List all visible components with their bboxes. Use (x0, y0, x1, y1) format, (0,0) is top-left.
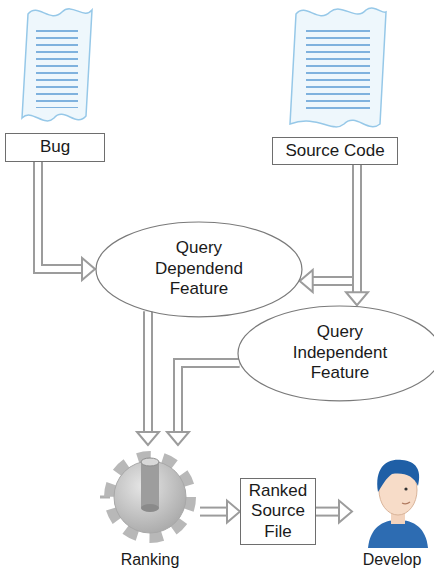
arrow-shaft-outline (143, 311, 153, 432)
gear-shaft-top (141, 458, 159, 466)
arrow-head (227, 501, 240, 523)
ellipse-shape (96, 222, 302, 317)
gear-teeth (110, 457, 190, 537)
report-box: Bug (5, 133, 105, 162)
scroll-sheet (290, 8, 386, 127)
arrow-shaft-outline (178, 363, 240, 432)
arrow-shaft-outline (316, 507, 339, 517)
document-scroll (22, 9, 92, 121)
hollow-arrow (200, 501, 240, 523)
arrow-head (82, 258, 95, 280)
arrow-shaft-fill (313, 165, 357, 281)
person-hair (377, 460, 419, 492)
hollow-arrow (38, 162, 95, 280)
arrow-head (137, 432, 159, 445)
arrow-shaft-fill (200, 509, 227, 515)
arrow-head (346, 292, 368, 305)
node-label: Ranked Source File (245, 481, 311, 542)
arrow-head (339, 501, 352, 523)
hollow-arrow (316, 501, 352, 523)
arrow-shaft-outline (313, 165, 357, 281)
gear-shaft-base (141, 504, 159, 512)
person-shoulders (368, 520, 428, 548)
arrow-shaft-fill (38, 162, 82, 269)
arrow-head (167, 432, 189, 445)
result-box: Ranked Source File (240, 478, 316, 545)
ranking-node: Ranking (100, 445, 200, 569)
node-label: Query Dependend Feature (130, 238, 268, 299)
ellipse-shape (238, 306, 434, 401)
scroll-text-lines (306, 26, 370, 114)
arrow-shaft-outline (352, 165, 362, 292)
node-label: Source Code (285, 141, 384, 161)
feature-ellipse: Query Dependend Feature (95, 221, 303, 318)
person-eye (404, 487, 407, 490)
developer-node: Develop (352, 455, 432, 569)
hollow-arrow (167, 363, 240, 445)
arrow-shaft-fill (178, 363, 240, 432)
hollow-arrow (300, 165, 357, 292)
gear-body (114, 461, 186, 533)
gear-shaft (141, 462, 159, 508)
node-label: Bug (40, 137, 70, 157)
arrow-shaft-outline (38, 162, 82, 269)
arrow-shaft-fill (354, 165, 360, 292)
scroll-text-lines (36, 26, 78, 108)
person-mouth (402, 502, 410, 504)
hollow-arrow (137, 311, 159, 445)
node-label: Develop (361, 550, 424, 569)
node-label: Ranking (119, 550, 182, 569)
gear-icon (100, 457, 190, 537)
node-label: Query Independent Feature (272, 322, 408, 383)
feature-ellipse: Query Independent Feature (237, 305, 434, 402)
arrow-shaft-fill (145, 311, 151, 432)
arrow-shaft-fill (316, 509, 339, 515)
arrow-shaft-outline (200, 507, 227, 517)
scroll-sheet (22, 9, 92, 121)
person-icon (368, 460, 428, 548)
source-box: Source Code (272, 137, 398, 165)
hollow-arrow (346, 165, 368, 305)
document-scroll (290, 8, 386, 127)
